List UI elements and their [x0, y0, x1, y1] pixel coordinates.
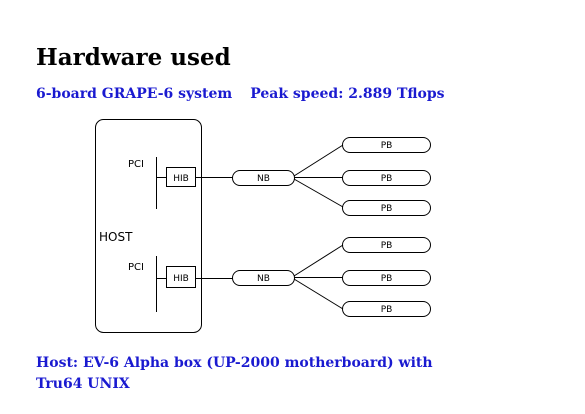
nb-pb-link-1a	[293, 144, 344, 177]
pb-box-1b	[342, 170, 431, 186]
pci-label-1: PCI	[128, 159, 144, 170]
page-title: Hardware used	[36, 44, 231, 71]
pb-label-1b: PB	[381, 174, 393, 184]
hib-label-1: HIB	[173, 174, 189, 184]
pb-label-2a: PB	[381, 241, 393, 251]
peak-speed: Peak speed: 2.889 Tflops	[250, 86, 445, 102]
nb-label-2: NB	[257, 274, 270, 284]
pb-box-2c	[342, 301, 431, 317]
pb-box-1a	[342, 137, 431, 153]
host-label: HOST	[99, 230, 133, 244]
nb-pb-link-2a	[293, 244, 344, 277]
nb-pb-link-2c	[293, 278, 344, 310]
host-description-line-2: Tru64 UNIX	[36, 376, 130, 392]
pb-label-2c: PB	[381, 305, 393, 315]
host-description: Host: EV-6 Alpha box (UP-2000 motherboar…	[36, 353, 556, 395]
nb-label-1: NB	[257, 174, 270, 184]
pb-box-2a	[342, 237, 431, 253]
host-description-line-1: Host: EV-6 Alpha box (UP-2000 motherboar…	[36, 355, 433, 371]
pb-box-2b	[342, 270, 431, 286]
system-description: 6-board GRAPE-6 system	[36, 86, 233, 102]
pb-label-2b: PB	[381, 274, 393, 284]
hib-label-2: HIB	[173, 274, 189, 284]
host-box	[95, 119, 202, 333]
hib-box-1	[166, 167, 196, 187]
pb-label-1c: PB	[381, 204, 393, 214]
pci-label-2: PCI	[128, 262, 144, 273]
hib-box-2	[166, 266, 196, 288]
subtitle: 6-board GRAPE-6 system Peak speed: 2.889 …	[36, 86, 445, 102]
pb-label-1a: PB	[381, 141, 393, 151]
pb-box-1c	[342, 200, 431, 216]
board-group-1	[156, 137, 431, 216]
nb-pb-link-1c	[293, 178, 344, 208]
board-group-2	[156, 237, 431, 317]
